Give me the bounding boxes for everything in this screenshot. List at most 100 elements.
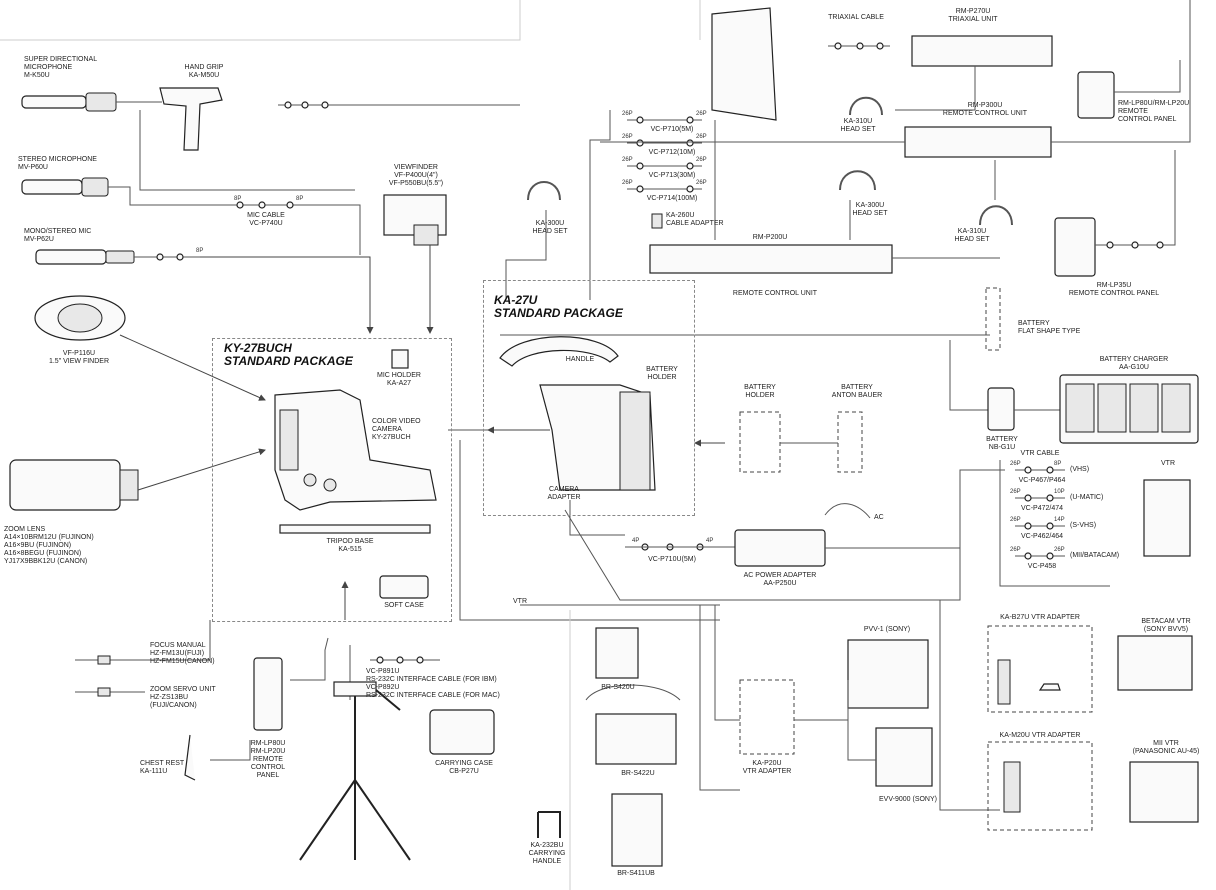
- pin-tag: 8P: [1054, 461, 1062, 467]
- battery-nb-icon: [987, 387, 1015, 431]
- soft-case-icon: [379, 575, 429, 599]
- mic-cable-label: MIC CABLE VC-P740U: [247, 212, 285, 227]
- remote-panel-icon: [253, 657, 283, 731]
- vc-p462-label: VC-P462/464: [1020, 533, 1064, 540]
- ac-adapter-icon: [734, 529, 826, 567]
- pin-tag: 26P: [696, 180, 707, 186]
- mii-vtr-icon: [1129, 761, 1199, 823]
- svhs-label: (S-VHS): [1070, 522, 1097, 529]
- br-s422u-icon: [595, 713, 677, 765]
- ka-p20u-label: KA-P20U VTR ADAPTER: [742, 760, 792, 775]
- camera-package-box: [212, 338, 452, 622]
- battery-flat-icon: [985, 287, 1001, 351]
- br-s422u-label: BR-S422U: [621, 770, 655, 777]
- headset-icon: [527, 181, 561, 201]
- pin-tag: 26P: [696, 111, 707, 117]
- stereo-mic-label: STEREO MICROPHONE MV-P60U: [18, 156, 97, 171]
- battery-charger-icon: [1059, 374, 1199, 444]
- vtr-label: VTR: [1161, 460, 1175, 467]
- pin-tag: 26P: [1054, 547, 1065, 553]
- hand-grip-label: HAND GRIP KA-M50U: [184, 64, 224, 79]
- rm-p270u-icon: [911, 35, 1053, 67]
- headset-icon-ka310u-b: [979, 205, 1013, 226]
- tripod-base-icon: [279, 524, 431, 534]
- hand-grip-icon: [159, 87, 223, 151]
- carrying-handle-label: KA-232BU CARRYING HANDLE: [528, 842, 566, 865]
- carrying-case-label: CARRYING CASE CB-P27U: [435, 760, 493, 775]
- battery-charger-label: BATTERY CHARGER AA-G10U: [1099, 356, 1169, 371]
- stereo-mic-icon: [21, 177, 109, 197]
- carrying-case-icon: [429, 709, 495, 755]
- anton-bauer-icon: [837, 411, 863, 473]
- ka-310u-label: KA-310U HEAD SET: [840, 118, 876, 133]
- viewfinder-icon: [383, 194, 447, 246]
- interface-cable-label: VC-P891U RS-232C INTERFACE CABLE (FOR IB…: [366, 668, 500, 699]
- anton-bauer-label: BATTERY ANTON BAUER: [831, 384, 883, 399]
- pvv1-label: PVV-1 (SONY): [863, 626, 911, 633]
- tripod-icon: [299, 681, 411, 861]
- ka-310u-b-label: KA-310U HEAD SET: [954, 228, 990, 243]
- pin-tag: 26P: [1010, 461, 1021, 467]
- vc-p710-label: VC-P710(5m): [650, 126, 694, 133]
- ac-label: AC: [874, 514, 884, 521]
- mic-holder-label: MIC HOLDER KA-A27: [377, 372, 421, 387]
- vtr-icon: [1143, 479, 1191, 557]
- headset-icon-ka310u: [849, 96, 883, 116]
- camera-package-title: KY-27BUCH STANDARD PACKAGE: [224, 341, 353, 368]
- small-viewfinder-icon: [34, 295, 126, 341]
- pin-tag: 26P: [1010, 547, 1021, 553]
- evv9000-icon: [875, 727, 933, 787]
- pin-tag: 26P: [622, 180, 633, 186]
- ka-b27u-label: KA-B27U VTR ADAPTER: [1000, 614, 1080, 621]
- pin-tag: 8P: [196, 248, 204, 254]
- rm-p300u-label: RM-P300U REMOTE CONTROL UNIT: [942, 102, 1028, 117]
- remote-panel-top-icon: [1077, 71, 1115, 119]
- zoom-lens-icon: [9, 459, 139, 511]
- br-s411ub-label: BR-S411UB: [617, 870, 655, 877]
- vtr-line-label: VTR: [513, 598, 527, 605]
- cable-adapter-label: KA-260U CABLE ADAPTER: [666, 212, 724, 227]
- pin-tag: 26P: [622, 134, 633, 140]
- carrying-handle-icon: [537, 811, 561, 838]
- vtr-cable-group: [1015, 466, 1065, 560]
- vc-p458-label: VC-P458: [1027, 563, 1057, 570]
- pin-tag: 14P: [1054, 517, 1065, 523]
- vc-p472-label: VC-P472/474: [1020, 505, 1064, 512]
- tripod-base-label: TRIPOD BASE KA-515: [326, 538, 374, 553]
- mic-holder-icon: [391, 349, 409, 369]
- pin-tag: 26P: [622, 111, 633, 117]
- mii-vtr-label: MII VTR (PANASONIC AU-45): [1132, 740, 1200, 755]
- vc-p713-label: VC-P713(30m): [648, 172, 696, 179]
- pin-tag: 26P: [1010, 489, 1021, 495]
- rm-lp35u-label: RM-LP35U REMOTE CONTROL PANEL: [1068, 282, 1160, 297]
- handle-label: HANDLE: [565, 356, 595, 363]
- pin-tag: 26P: [622, 157, 633, 163]
- focus-manual-label: FOCUS MANUAL HZ-FM13U(FUJI) HZ-FM15U(CAN…: [150, 642, 215, 665]
- monitor-icon: [711, 7, 777, 121]
- vc-p710u-label: VC-P710U(5m): [648, 556, 696, 563]
- vtr-cable-label: VTR CABLE: [1020, 450, 1060, 457]
- evv9000-label: EVV-9000 (SONY): [879, 796, 937, 803]
- ka-b27u-icon: [987, 625, 1093, 713]
- ka-300u-left-label: KA-300U HEAD SET: [532, 220, 568, 235]
- pin-tag: 26P: [696, 157, 707, 163]
- mii-label: (MII/BATACAM): [1070, 552, 1120, 559]
- vc-p714-label: VC-P714(100m): [646, 195, 698, 202]
- rm-p200u-label: RM-P200U: [752, 234, 788, 241]
- umatic-label: (U-MATIC): [1070, 494, 1104, 501]
- battery-nb-label: BATTERY NB-G1U: [986, 436, 1018, 451]
- cable-adapter-icon: [651, 213, 663, 229]
- br-s411ub-icon: [611, 793, 663, 867]
- small-viewfinder-label: VF-P116U 1.5" VIEW FINDER: [48, 350, 110, 365]
- adapter-package-title: KA-27U STANDARD PACKAGE: [494, 293, 623, 320]
- ka-m20u-label: KA-M20U VTR ADAPTER: [999, 732, 1081, 739]
- mono-mic-label: MONO/STEREO MIC MV-P62U: [24, 228, 92, 243]
- remote-control-unit-label: REMOTE CONTROL UNIT: [732, 290, 818, 297]
- rm-p300u-icon: [904, 126, 1052, 158]
- super-mic-icon: [21, 92, 117, 112]
- remote-panel-top-label: RM-LP80U/RM-LP20U REMOTE CONTROL PANEL: [1118, 100, 1190, 123]
- pin-tag: 26P: [1010, 517, 1021, 523]
- handle-icon: [499, 336, 619, 367]
